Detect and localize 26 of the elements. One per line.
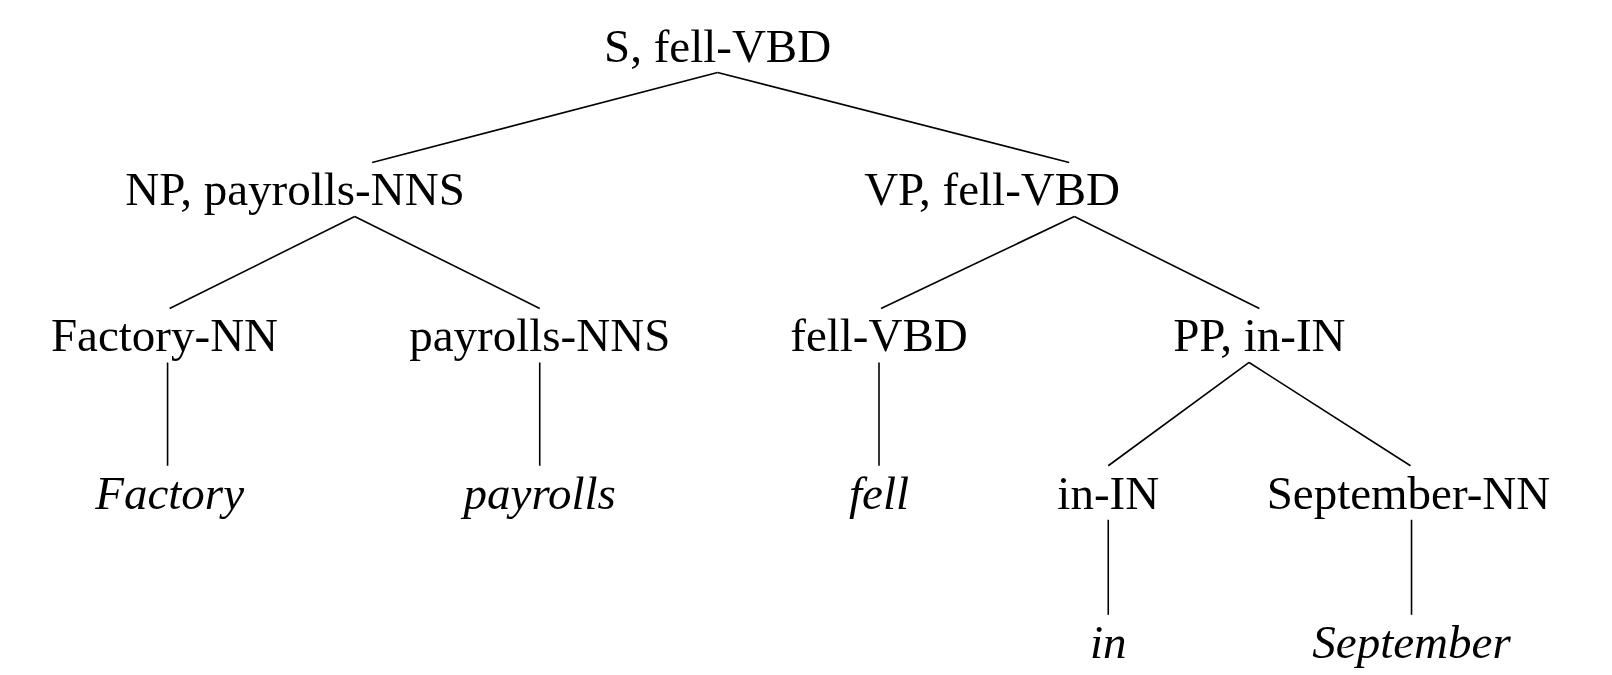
tree-branch <box>1073 215 1261 310</box>
tree-branch <box>1107 518 1110 616</box>
word-leaf: in <box>1089 616 1127 667</box>
phrase-label: in-IN <box>1057 467 1160 518</box>
phrase-label: payrolls-NNS <box>409 310 671 361</box>
phrase-label: VP, fell-VBD <box>864 164 1120 215</box>
tree-branch <box>353 215 541 310</box>
tree-branch <box>166 361 169 467</box>
tree-branch <box>716 71 1070 164</box>
phrase-label: PP, in-IN <box>1173 310 1346 361</box>
word-leaf: fell <box>848 467 909 518</box>
tree-branch <box>1410 518 1413 616</box>
tree-branch <box>1107 361 1250 467</box>
word-leaf: Factory <box>95 467 244 518</box>
phrase-label: September-NN <box>1266 467 1551 518</box>
phrase-label: S, fell-VBD <box>604 20 832 71</box>
tree-branch <box>371 71 719 164</box>
tree-branch <box>538 361 541 467</box>
tree-branch <box>878 361 880 467</box>
phrase-label: fell-VBD <box>790 310 968 361</box>
tree-branch <box>880 215 1076 310</box>
phrase-label: NP, payrolls-NNS <box>125 164 465 215</box>
tree-branch <box>1248 361 1412 467</box>
phrase-label: Factory-NN <box>50 310 279 361</box>
tree-branch <box>168 215 356 310</box>
word-leaf: September <box>1312 616 1511 667</box>
